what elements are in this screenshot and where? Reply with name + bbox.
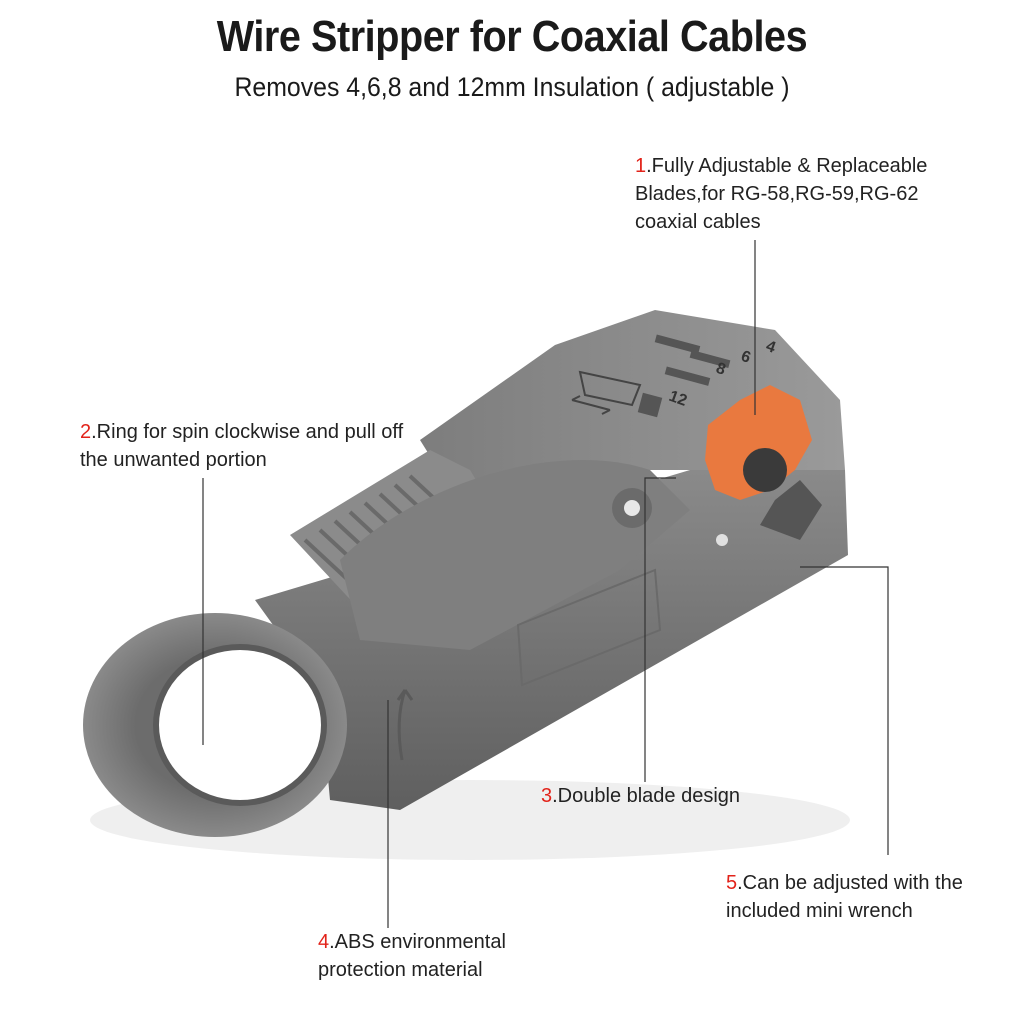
leader-line-5 (800, 566, 889, 855)
spin-ring-hole (153, 644, 327, 806)
adjust-pin (716, 534, 728, 546)
callout-ring: 2.Ring for spin clockwise and pull off t… (80, 418, 410, 474)
callout-abs-material: 4.ABS environmental protection material (318, 928, 558, 984)
callout-number: 1 (635, 155, 647, 177)
page-subtitle: Removes 4,6,8 and 12mm Insulation ( adju… (234, 72, 790, 102)
callout-text: .Can be adjusted with the included mini … (726, 872, 963, 922)
callout-number: 4 (318, 931, 330, 953)
scale-label-12: 12 (667, 388, 690, 410)
callout-text: .Double blade design (552, 785, 741, 807)
blade-notch (760, 480, 822, 540)
callout-text: .Fully Adjustable & Replaceable Blades,f… (635, 155, 928, 233)
callout-wrench: 5.Can be adjusted with the included mini… (726, 869, 986, 925)
scale-marks (637, 334, 731, 418)
leader-line-3 (644, 477, 676, 782)
callout-text: .ABS environmental protection material (318, 931, 506, 981)
callout-blades: 1.Fully Adjustable & Replaceable Blades,… (635, 152, 955, 236)
callout-double-blade: 3.Double blade design (541, 782, 801, 810)
rotation-arrow-mark (396, 689, 414, 761)
callout-number: 5 (726, 872, 738, 894)
tool-body (255, 470, 848, 810)
page-title: Wire Stripper for Coaxial Cables (216, 12, 808, 61)
side-panel (516, 568, 662, 687)
callout-number: 2 (80, 421, 92, 443)
callout-number: 3 (541, 785, 553, 807)
lever-arm (340, 460, 690, 650)
coax-symbol-icon (571, 370, 642, 415)
callout-text: .Ring for spin clockwise and pull off th… (80, 421, 404, 471)
